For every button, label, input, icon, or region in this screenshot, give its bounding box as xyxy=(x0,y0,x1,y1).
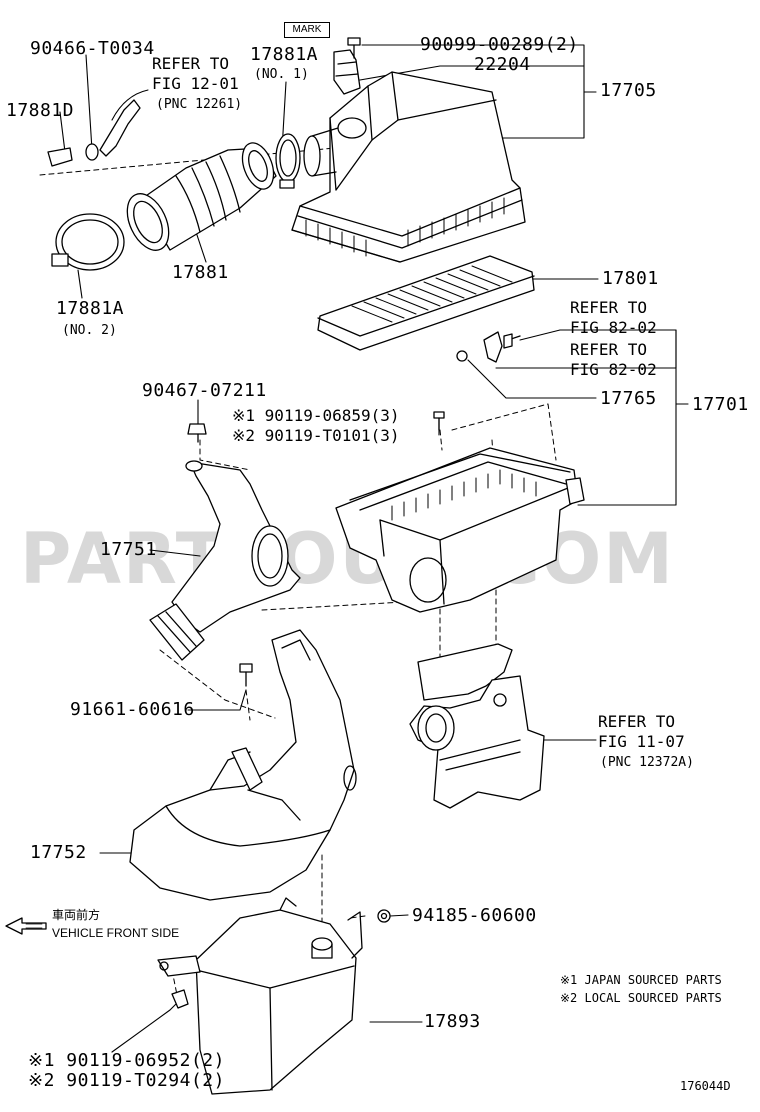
label-22204: 22204 xyxy=(474,54,531,75)
label-17893: 17893 xyxy=(424,1011,481,1032)
label-90466-T0034: 90466-T0034 xyxy=(30,38,155,59)
duct-17751 xyxy=(149,460,301,661)
bolt-91661 xyxy=(239,663,253,687)
clip-90467 xyxy=(187,423,207,443)
label-90119-T0101: ※2 90119-T0101(3) xyxy=(232,426,400,445)
inlet-hose xyxy=(126,142,277,251)
bolt-90119-top xyxy=(433,411,445,431)
label-refer-fig12-line1: REFER TO xyxy=(152,54,230,73)
mount-bracket xyxy=(409,643,545,809)
label-90467-07211: 90467-07211 xyxy=(142,380,267,401)
label-17881A-no2: 17881A xyxy=(56,298,125,319)
label-refer-fig11-line1: REFER TO xyxy=(598,712,676,731)
clamp-no1 xyxy=(275,133,301,189)
label-17881A-no1: 17881A xyxy=(250,44,319,65)
filter-element xyxy=(317,255,535,351)
label-17881: 17881 xyxy=(172,262,229,283)
label-refer-fig12-line3: (PNC 12261) xyxy=(156,97,243,112)
label-refer-fig82b-line2: FIG 82-02 xyxy=(570,360,657,379)
nut-94185 xyxy=(377,909,391,923)
resonator-box xyxy=(157,897,363,1095)
note-local-sourced: ※2 LOCAL SOURCED PARTS xyxy=(560,991,722,1005)
pcv-connector xyxy=(47,99,141,167)
bracket-17765 xyxy=(456,331,521,363)
note-japan-sourced: ※1 JAPAN SOURCED PARTS xyxy=(560,973,722,987)
mark-box: MARK xyxy=(284,22,330,38)
label-90119-06952: ※1 90119-06952(2) xyxy=(28,1050,225,1071)
duct-17752 xyxy=(129,629,357,901)
label-refer-fig82b-line1: REFER TO xyxy=(570,340,648,359)
label-refer-fig11-line3: (PNC 12372A) xyxy=(600,755,694,770)
label-refer-fig12-line2: FIG 12-01 xyxy=(152,74,239,93)
label-90119-T0294: ※2 90119-T0294(2) xyxy=(28,1070,225,1091)
label-17765: 17765 xyxy=(600,388,657,409)
label-17751: 17751 xyxy=(100,539,157,560)
figure-code: 176044D xyxy=(680,1079,731,1093)
label-17752: 17752 xyxy=(30,842,87,863)
clamp-no2 xyxy=(51,213,125,271)
air-cleaner-case xyxy=(335,447,585,613)
label-90119-06859: ※1 90119-06859(3) xyxy=(232,406,400,425)
vehicle-front-jp: 車両前方 xyxy=(52,908,101,922)
bolt-90119-bottom xyxy=(171,989,189,1009)
label-17705: 17705 xyxy=(600,80,657,101)
label-17881A-no2-sub: (NO. 2) xyxy=(62,323,117,338)
label-90099-00289: 90099-00289(2) xyxy=(420,34,579,55)
label-17881D: 17881D xyxy=(6,100,75,121)
label-17881A-no1-sub: (NO. 1) xyxy=(254,67,309,82)
vehicle-front-arrow-icon xyxy=(5,917,47,935)
label-17801: 17801 xyxy=(602,268,659,289)
label-refer-fig82a-line2: FIG 82-02 xyxy=(570,318,657,337)
label-refer-fig11-line2: FIG 11-07 xyxy=(598,732,685,751)
screw-90099 xyxy=(347,37,361,59)
label-refer-fig82a-line1: REFER TO xyxy=(570,298,648,317)
label-94185-60600: 94185-60600 xyxy=(412,905,537,926)
air-cleaner-cap xyxy=(291,49,526,263)
vehicle-front-en: VEHICLE FRONT SIDE xyxy=(52,926,180,940)
label-91661-60616: 91661-60616 xyxy=(70,699,195,720)
label-17701: 17701 xyxy=(692,394,749,415)
leader-lines xyxy=(59,44,689,1053)
